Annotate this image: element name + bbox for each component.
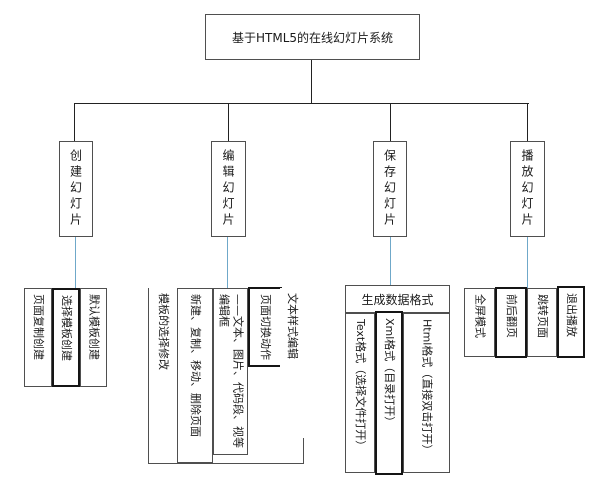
connector-blue-create: [75, 237, 76, 288]
root-node-label: 基于HTML5的在线幻灯片系统: [231, 30, 394, 45]
leaf-text-style-edit-label: 文本样式编辑: [285, 293, 299, 359]
connector-drop-create: [74, 103, 75, 141]
leaf-html-format: Html格式（直接双击打开）: [403, 313, 450, 473]
branch-node-save: 保存幻灯片: [373, 141, 407, 237]
leaf-page-copy-create: 页面复制创建: [24, 288, 52, 387]
leaf-page-switch-action: 页面切换动作: [248, 287, 282, 367]
connector-blue-save: [390, 237, 391, 285]
save-format-header-label: 生成数据格式: [361, 292, 434, 307]
connector-drop-edit: [228, 103, 229, 141]
leaf-choose-template-create-label: 选择模板创建: [59, 295, 73, 361]
branch-node-create-label: 创建幻灯片: [68, 149, 83, 229]
connector-root-vertical: [311, 60, 312, 103]
leaf-page-switch-action-label: 页面切换动作: [258, 294, 272, 360]
branch-node-edit-label: 编辑幻灯片: [221, 149, 235, 229]
leaf-fullscreen-mode: 全屏模式: [464, 288, 495, 357]
connector-horizontal-bar: [74, 103, 529, 104]
branch-node-save-label: 保存幻灯片: [382, 149, 397, 229]
leaf-flip-pages: 前后翻页: [495, 287, 527, 358]
root-node: 基于HTML5的在线幻灯片系统: [205, 14, 420, 60]
leaf-new-copy-move-delete-page: 新建、复制、移动、删除页面: [177, 288, 213, 463]
leaf-exit-playback: 退出播放: [557, 286, 585, 358]
leaf-html-format-label: Html格式（直接双击打开）: [420, 319, 434, 456]
branch-node-create: 创建幻灯片: [59, 141, 93, 237]
connector-blue-edit: [227, 237, 228, 288]
branch-node-edit: 编辑幻灯片: [211, 141, 246, 237]
leaf-fullscreen-mode-label: 全屏模式: [473, 294, 487, 338]
leaf-text-style-edit: 文本样式编辑: [280, 288, 304, 438]
leaf-template-select-modify-label: 模板的选择修改: [156, 293, 170, 370]
branch-node-play-label: 播放幻灯片: [520, 149, 534, 229]
leaf-new-copy-move-delete-page-label: 新建、复制、移动、删除页面: [188, 294, 202, 437]
leaf-text-format-label: Text格式（选择文件打开）: [353, 319, 367, 452]
leaf-edit-frames: 编辑框 ——文本、图片、代码段、视等: [213, 288, 248, 455]
connector-blue-play: [527, 237, 528, 288]
leaf-page-copy-create-label: 页面复制创建: [31, 294, 45, 360]
leaf-template-select-modify: 模板的选择修改: [149, 288, 177, 438]
leaf-edit-frames-line1: 编辑框: [217, 294, 231, 327]
connector-drop-play: [527, 103, 528, 141]
leaf-choose-template-create: 选择模板创建: [52, 288, 80, 387]
leaf-edit-frames-label: 编辑框 ——文本、图片、代码段、视等: [217, 289, 245, 454]
save-format-header: 生成数据格式: [345, 285, 450, 313]
leaf-exit-playback-label: 退出播放: [564, 293, 578, 337]
leaf-edit-frames-line2: ——文本、图片、代码段、视等: [231, 294, 245, 448]
leaf-flip-pages-label: 前后翻页: [504, 294, 518, 338]
leaf-jump-page: 跳转页面: [527, 288, 557, 357]
branch-node-play: 播放幻灯片: [510, 141, 545, 237]
leaf-jump-page-label: 跳转页面: [535, 294, 549, 338]
leaf-default-template-create-label: 默认模板创建: [87, 294, 101, 360]
leaf-xml-format: Xml格式（目录打开）: [375, 311, 403, 475]
leaf-xml-format-label: Xml格式（目录打开）: [382, 318, 396, 428]
leaf-text-format: Text格式（选择文件打开）: [345, 313, 375, 473]
connector-drop-save: [390, 103, 391, 141]
leaf-default-template-create: 默认模板创建: [80, 288, 107, 387]
